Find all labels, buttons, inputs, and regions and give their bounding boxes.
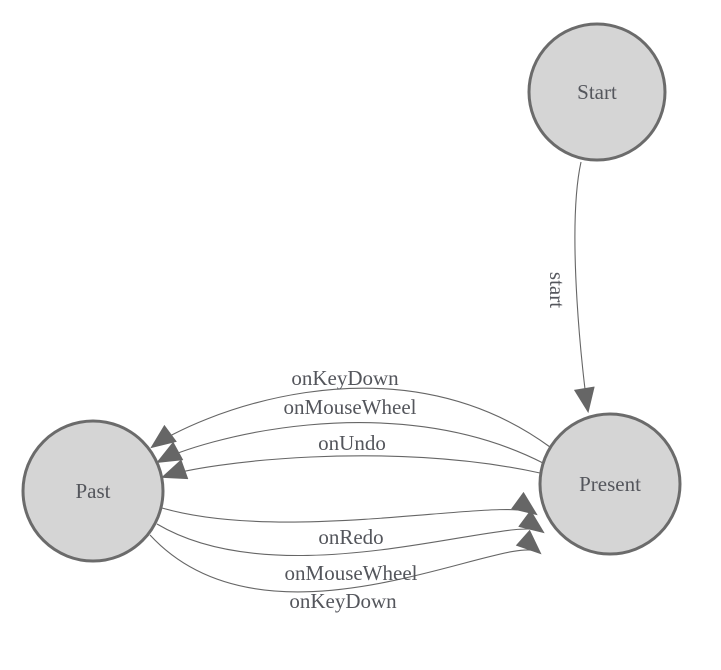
edge-past-to-present-onKeyDown (149, 529, 542, 593)
node-present[interactable]: Present (538, 412, 682, 556)
edge-label-start: start (545, 272, 569, 308)
edge-label-onKeyDown: onKeyDown (289, 589, 397, 613)
edge-label-onMouseWheel: onMouseWheel (285, 561, 418, 585)
edge-labels-layer: start onKeyDown onMouseWheel onUndo onRedo on… (284, 272, 569, 613)
node-circle-past[interactable] (21, 419, 165, 563)
node-circle-start[interactable] (527, 22, 667, 162)
edge-past-to-present-onRedo (161, 491, 538, 523)
edge-present-to-past-onMouseWheel (156, 422, 544, 464)
edge-present-to-past-onKeyDown (150, 387, 551, 449)
node-circle-present[interactable] (538, 412, 682, 556)
edge-past-to-present-onMouseWheel (156, 509, 545, 556)
edge-label-onRedo: onRedo (318, 525, 383, 549)
edge-label-onKeyDown: onKeyDown (291, 366, 399, 390)
edge-present-to-past-onUndo (161, 455, 541, 480)
edge-label-onUndo: onUndo (318, 431, 386, 455)
edge-start-to-present-start (573, 161, 595, 414)
edges-layer (149, 161, 595, 593)
edge-label-onMouseWheel: onMouseWheel (284, 395, 417, 419)
node-past[interactable]: Past (21, 419, 165, 563)
node-start[interactable]: Start (527, 22, 667, 162)
